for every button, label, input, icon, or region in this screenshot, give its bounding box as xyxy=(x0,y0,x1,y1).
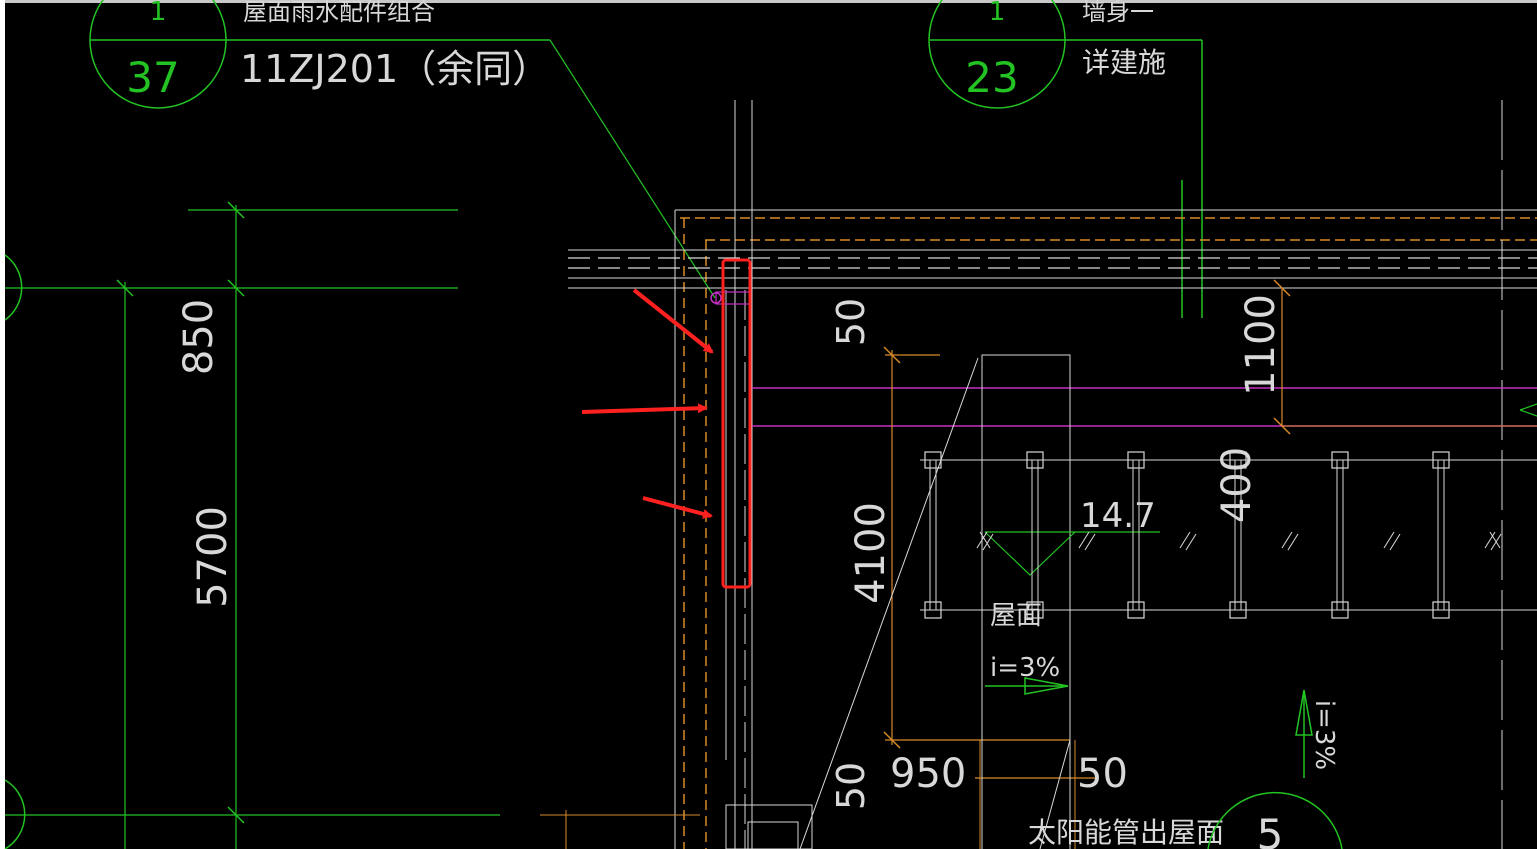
window-left-border xyxy=(0,0,5,849)
slope-label-vertical: i=3% xyxy=(1309,700,1339,770)
roof-label: 屋面 xyxy=(990,601,1042,631)
dim-50-bottom-left: 50 xyxy=(829,762,873,810)
post-cap-bottom xyxy=(924,601,942,619)
red-markup xyxy=(581,258,752,589)
callout-5-bottom: 5 xyxy=(1257,810,1284,849)
callout-37-top: 1 xyxy=(150,0,167,27)
red-arrow-bottom xyxy=(642,496,713,519)
dim-4100: 4100 xyxy=(848,502,894,604)
callout-37-label-line1: 屋面雨水配件组合 xyxy=(243,0,435,26)
magenta-lines xyxy=(752,387,1537,427)
callout-37-bottom: 37 xyxy=(126,53,179,102)
callout-37: 1 37 屋面雨水配件组合 11ZJ201（余同） xyxy=(89,0,722,304)
orange-dimensions xyxy=(540,279,1537,849)
hatch-mark xyxy=(982,533,994,551)
window-top-border xyxy=(0,0,1537,3)
hatch-mark xyxy=(979,531,991,549)
building-outline xyxy=(568,100,1537,849)
callout-37-label-line2: 11ZJ201（余同） xyxy=(240,47,550,91)
highlight-rectangle xyxy=(721,258,752,589)
hatch-mark xyxy=(976,531,988,549)
dim-50-top: 50 xyxy=(829,298,873,346)
slope-arrow-vertical xyxy=(1295,689,1313,778)
callout-5-circle xyxy=(1207,791,1343,849)
hatch-mark xyxy=(1185,533,1197,551)
hatch-mark xyxy=(1287,533,1299,551)
post-cap-bottom xyxy=(1026,601,1044,619)
callout-37-leader xyxy=(549,39,716,299)
post-cap-bottom xyxy=(1127,601,1145,619)
frame-grid xyxy=(920,451,1537,619)
solar-pipe-label: 太阳能管出屋面 xyxy=(1028,816,1224,849)
callout-23-label-line1: 墙身一 xyxy=(1082,0,1154,26)
callout-23: 1 23 墙身一 详建施 xyxy=(928,0,1203,318)
post-cap-bottom xyxy=(1229,601,1247,619)
dim-400: 400 xyxy=(1214,447,1260,523)
hatch-mark xyxy=(1389,533,1401,551)
hatch-mark xyxy=(1281,531,1293,549)
callout-23-top: 1 xyxy=(989,0,1006,27)
post-cap-top xyxy=(924,451,942,469)
left-dimension-chain: 850 5700 xyxy=(4,201,500,849)
post-cap-bottom xyxy=(1331,601,1349,619)
red-arrow-top xyxy=(632,288,714,354)
post-cap-bottom xyxy=(1432,601,1450,619)
hatch-mark xyxy=(1078,531,1090,549)
hatch-mark xyxy=(1484,531,1496,549)
post-cap-top xyxy=(1127,451,1145,469)
hatch-mark xyxy=(1383,531,1395,549)
red-arrow-middle xyxy=(581,403,708,414)
elevation-label: 14.7 xyxy=(1080,496,1156,536)
callout-5: 5 xyxy=(1207,791,1343,849)
post-cap-top xyxy=(1026,451,1044,469)
post-cap-top xyxy=(1229,451,1247,469)
dim-1100: 1100 xyxy=(1238,294,1284,396)
post-cap-top xyxy=(1331,451,1349,469)
dim-850: 850 xyxy=(176,299,222,375)
hatch-mark xyxy=(1084,533,1096,551)
dim-950: 950 xyxy=(890,751,966,797)
dim-50-bottom-right: 50 xyxy=(1077,751,1128,797)
slope-arrow-right xyxy=(985,677,1069,695)
hatch-mark xyxy=(1179,531,1191,549)
dim-5700: 5700 xyxy=(190,506,236,608)
callout-23-label-line2: 详建施 xyxy=(1082,46,1166,79)
roof-hatch-area xyxy=(799,354,1160,849)
callout-23-bottom: 23 xyxy=(965,53,1018,102)
hatch-mark xyxy=(1489,531,1501,549)
post-cap-top xyxy=(1432,451,1450,469)
